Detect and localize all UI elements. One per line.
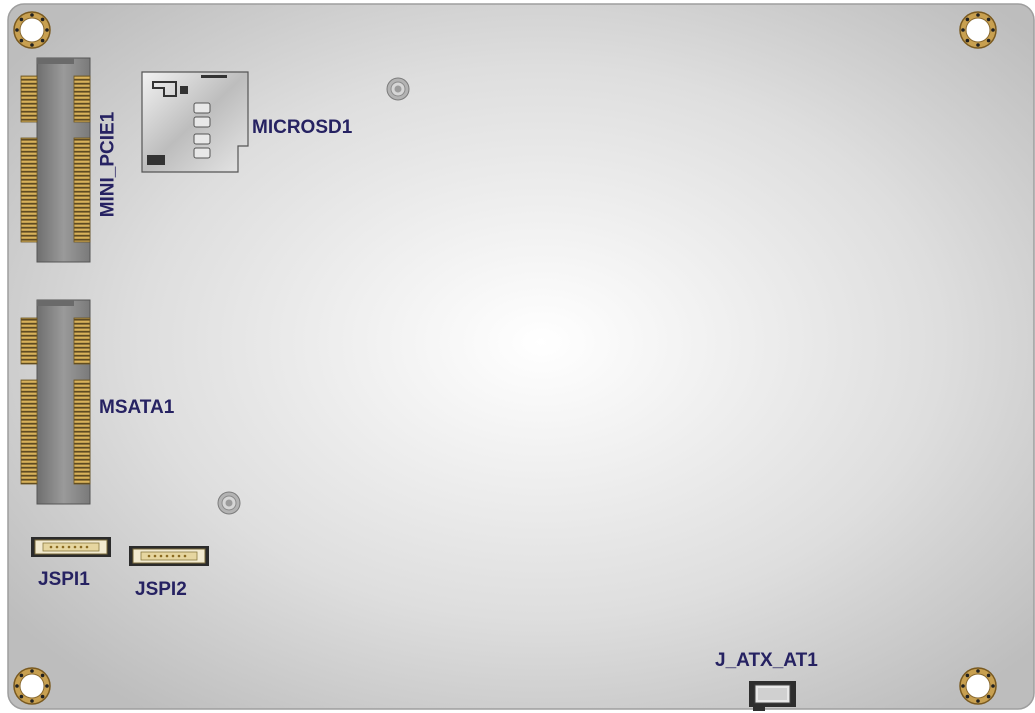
mounting-hole-top-right [959, 11, 997, 49]
jspi1-label: JSPI1 [38, 569, 90, 590]
jatx-label: J_ATX_AT1 [715, 650, 818, 671]
msata-slot [20, 299, 91, 505]
pcb-board [7, 3, 1035, 710]
jspi2-connector [129, 546, 209, 566]
msata-label: MSATA1 [99, 397, 175, 418]
mounting-hole-bottom-right [959, 667, 997, 705]
standoff-upper [386, 77, 410, 101]
jspi1-connector [31, 537, 111, 557]
microsd-label: MICROSD1 [252, 117, 353, 138]
standoff-lower [217, 491, 241, 515]
microsd-slot [141, 71, 249, 173]
mini-pcie-slot [20, 57, 91, 263]
mini-pcie-label: MINI_PCIE1 [97, 111, 119, 218]
mounting-hole-bottom-left [13, 667, 51, 705]
jatx-at-switch [749, 681, 796, 711]
jspi2-label: JSPI2 [135, 579, 187, 600]
mounting-hole-top-left [13, 11, 51, 49]
